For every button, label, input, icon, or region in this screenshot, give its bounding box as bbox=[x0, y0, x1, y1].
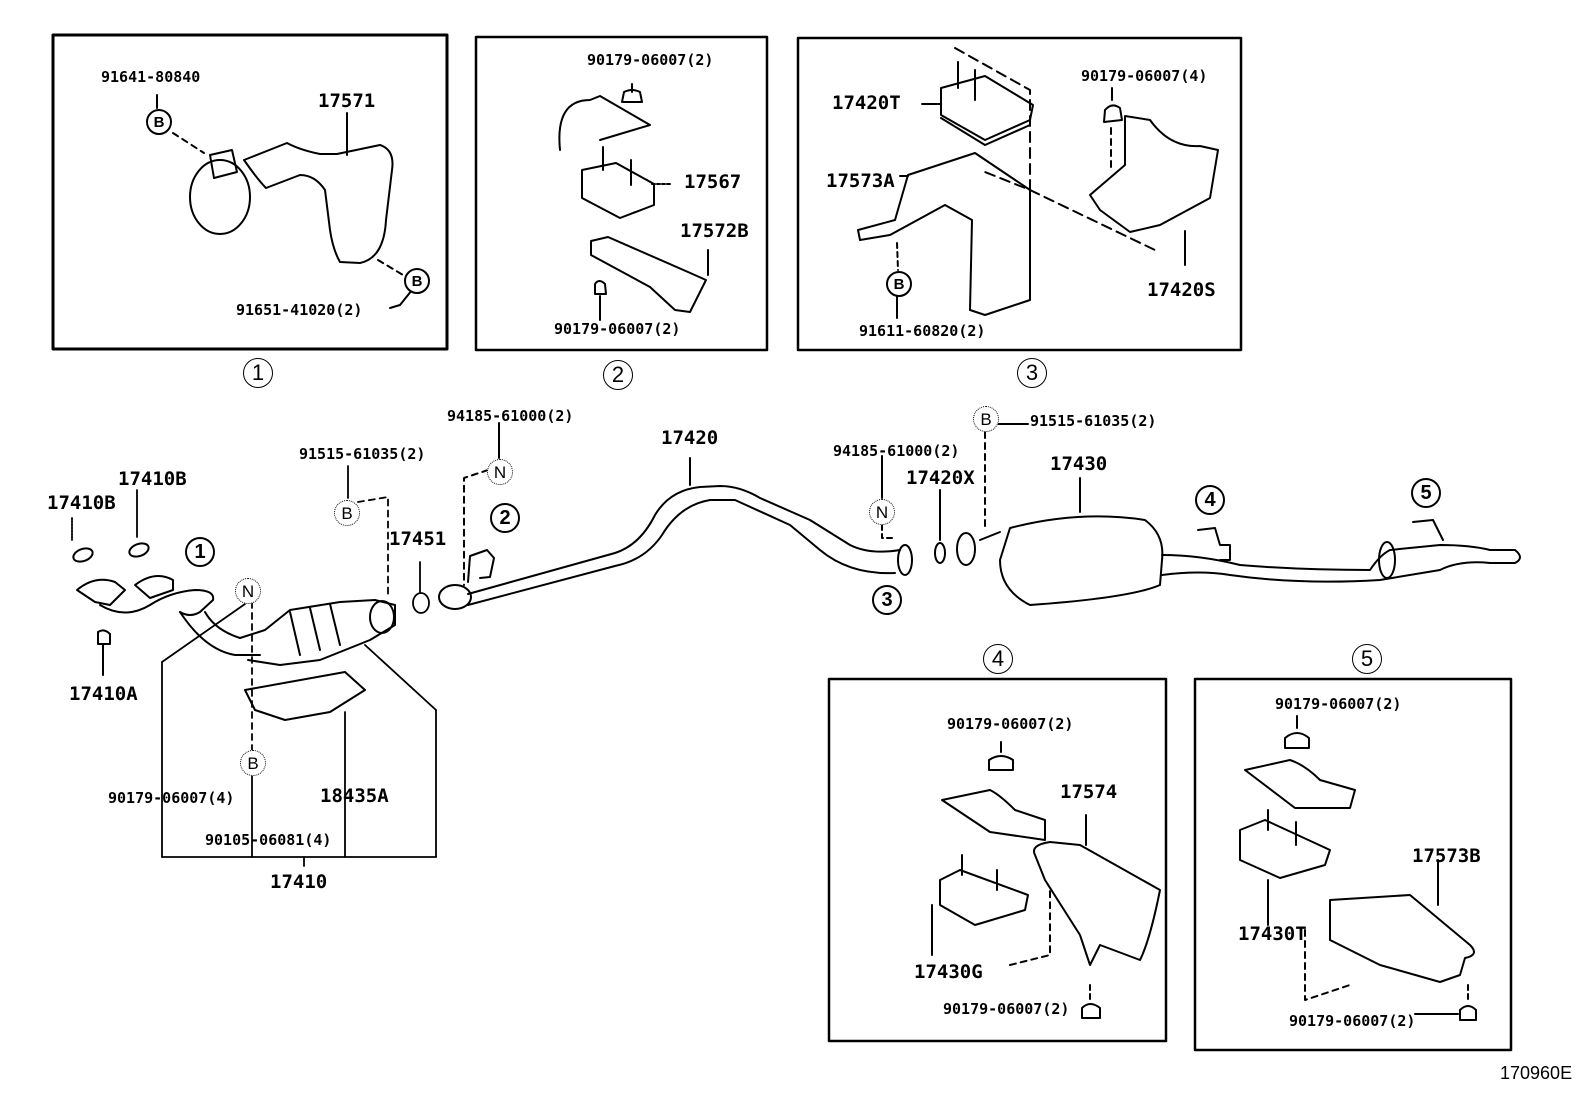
front-pipe-leaders bbox=[71, 465, 437, 867]
label-17430: 17430 bbox=[1050, 453, 1108, 475]
symbol-b-circle: B bbox=[240, 750, 266, 776]
label-18435A: 18435A bbox=[320, 785, 389, 807]
inset-2-frame bbox=[474, 35, 769, 352]
label-17451: 17451 bbox=[389, 528, 447, 550]
inset-ref-3: 3 bbox=[1017, 358, 1047, 388]
inset-1-frame bbox=[51, 33, 449, 351]
inset-ref-1: 1 bbox=[243, 358, 273, 388]
inset-ref-5: 5 bbox=[1352, 644, 1382, 674]
label-17420X: 17420X bbox=[906, 467, 975, 489]
symbol-b-circle: B bbox=[404, 268, 430, 294]
ref-marker-4: 4 bbox=[1195, 485, 1225, 515]
label-17430T: 17430T bbox=[1238, 923, 1307, 945]
symbol-b-circle: B bbox=[973, 406, 999, 432]
label-17567: 17567 bbox=[684, 171, 742, 193]
label-17571: 17571 bbox=[318, 90, 376, 112]
label-90179-06007-top-4: 90179-06007(2) bbox=[947, 715, 1074, 733]
diagram-code: 170960E bbox=[1500, 1063, 1573, 1083]
label-90179-06007-4: 90179-06007(4) bbox=[1081, 67, 1208, 85]
inset-5-drawing bbox=[1239, 715, 1477, 1021]
inset-3-frame bbox=[796, 36, 1243, 352]
label-17410B-right: 17410B bbox=[118, 468, 187, 490]
label-91515-61035-left: 91515-61035(2) bbox=[299, 445, 426, 463]
label-17573A: 17573A bbox=[826, 170, 895, 192]
inset-ref-4: 4 bbox=[983, 644, 1013, 674]
label-17410: 17410 bbox=[270, 871, 328, 893]
label-90179-06007-top-5: 90179-06007(2) bbox=[1275, 695, 1402, 713]
symbol-n-circle: N bbox=[869, 499, 895, 525]
ref-marker-1: 1 bbox=[185, 537, 215, 567]
inset-ref-2: 2 bbox=[603, 360, 633, 390]
inset-4-frame bbox=[827, 677, 1168, 1043]
label-91641-80840: 91641-80840 bbox=[101, 68, 201, 86]
label-91515-61035-right: 91515-61035(2) bbox=[1030, 412, 1157, 430]
ref-marker-3: 3 bbox=[872, 585, 902, 615]
ref-marker-2: 2 bbox=[490, 503, 520, 533]
label-17420S: 17420S bbox=[1147, 279, 1216, 301]
label-90179-06007-bottom-5: 90179-06007(2) bbox=[1289, 1012, 1416, 1030]
label-17420T: 17420T bbox=[832, 92, 901, 114]
label-17430G: 17430G bbox=[914, 961, 983, 983]
label-17410B-left: 17410B bbox=[47, 492, 116, 514]
label-94185-61000-right: 94185-61000(2) bbox=[833, 442, 960, 460]
label-17573B: 17573B bbox=[1412, 845, 1481, 867]
label-94185-61000-left: 94185-61000(2) bbox=[447, 407, 574, 425]
label-17420: 17420 bbox=[661, 427, 719, 449]
inset-2-drawing bbox=[558, 83, 709, 321]
ref-marker-5: 5 bbox=[1411, 478, 1441, 508]
symbol-n-circle: N bbox=[235, 578, 261, 604]
inset-1-drawing bbox=[156, 94, 413, 309]
label-91611-60820: 91611-60820(2) bbox=[859, 322, 986, 340]
inset-4-drawing bbox=[931, 741, 1161, 1019]
label-90179-06007-bottom: 90179-06007(2) bbox=[554, 320, 681, 338]
inset-3-drawing bbox=[857, 47, 1219, 319]
label-17410A: 17410A bbox=[69, 683, 138, 705]
label-90179-06007-top: 90179-06007(2) bbox=[587, 51, 714, 69]
front-pipe-drawing bbox=[72, 542, 396, 721]
label-91651-41020: 91651-41020(2) bbox=[236, 301, 363, 319]
label-90105-06081: 90105-06081(4) bbox=[205, 831, 332, 849]
center-pipe-drawing bbox=[438, 422, 946, 610]
symbol-b-circle: B bbox=[146, 109, 172, 135]
symbol-n-circle: N bbox=[487, 459, 513, 485]
label-17574: 17574 bbox=[1060, 781, 1118, 803]
tail-pipe-drawing bbox=[956, 423, 1521, 606]
symbol-b-circle: B bbox=[886, 271, 912, 297]
label-90179-06007-bottom-4: 90179-06007(2) bbox=[943, 1000, 1070, 1018]
inset-5-frame bbox=[1193, 677, 1513, 1052]
label-90179-06007-4-main: 90179-06007(4) bbox=[108, 789, 235, 807]
label-17572B: 17572B bbox=[680, 220, 749, 242]
symbol-b-circle: B bbox=[334, 500, 360, 526]
